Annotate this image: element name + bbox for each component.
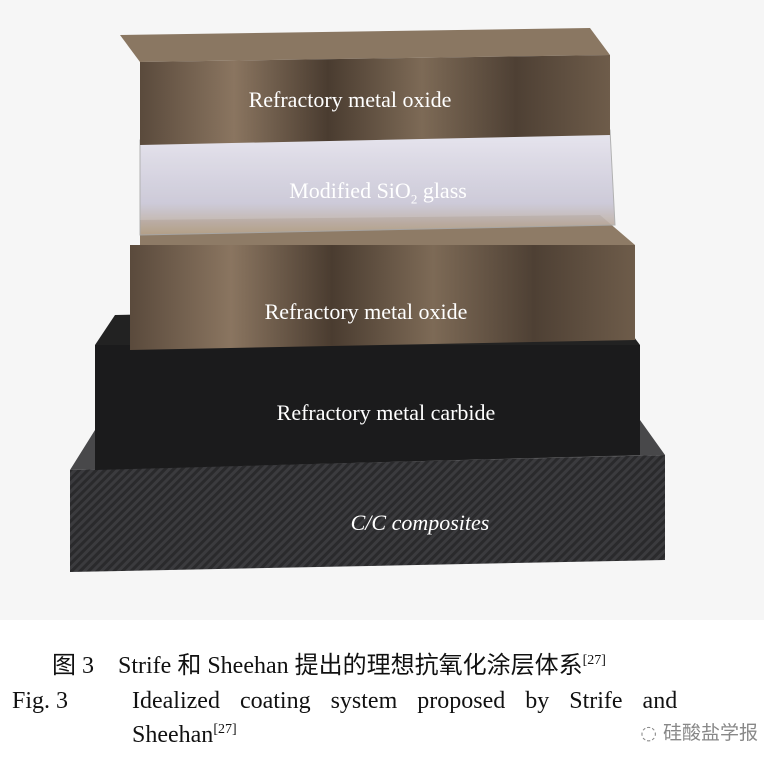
layer-label-cc: C/C composites — [350, 510, 490, 535]
layer-label-oxide-top: Refractory metal oxide — [248, 87, 452, 112]
caption-en-sheehan: Sheehan — [132, 722, 214, 748]
caption-cn-label: 图 3 — [52, 653, 94, 679]
glass-label-main: Modified SiO — [289, 178, 411, 203]
layer-label-glass: Modified SiO2 glass — [128, 178, 628, 207]
caption-en-text: Idealized coating system proposed by Str… — [132, 688, 678, 714]
coating-layers-diagram — [70, 28, 665, 572]
oxide2-front — [130, 245, 635, 350]
glass-label-rest: glass — [417, 178, 467, 203]
layer-label-carbide: Refractory metal carbide — [276, 400, 496, 425]
caption-cn-text: Strife 和 Sheehan 提出的理想抗氧化涂层体系 — [118, 653, 583, 679]
caption-cn: 图 3 Strife 和 Sheehan 提出的理想抗氧化涂层体系[27] — [52, 645, 606, 680]
cc-front — [70, 455, 665, 572]
glass-label-sub: 2 — [410, 191, 418, 207]
caption-en-text2: Sheehan[27] — [132, 722, 237, 749]
caption-en-label: Fig. 3 — [12, 688, 69, 714]
carbide-front — [95, 345, 640, 470]
watermark-text: 硅酸盐学报 — [662, 722, 758, 744]
oxide1-top — [120, 28, 610, 62]
caption-cn-ref: [27] — [582, 653, 606, 668]
oxide1-front — [140, 55, 610, 145]
layer-label-oxide-middle: Refractory metal oxide — [264, 299, 468, 324]
watermark: ◌ 硅酸盐学报 — [640, 722, 758, 744]
caption-en-ref: [27] — [213, 722, 237, 737]
